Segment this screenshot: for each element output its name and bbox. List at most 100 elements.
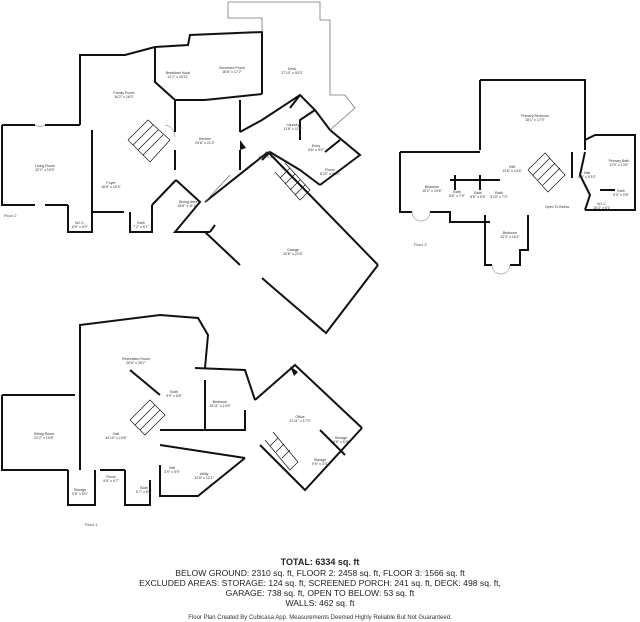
room-dims: 15'11" x 14'9" bbox=[209, 404, 231, 408]
room-label: W.I.C.8'9" x 6'9" bbox=[72, 221, 88, 229]
room-name: Foyer bbox=[106, 180, 116, 185]
room-dims: 16'8" x 19'2" bbox=[258, 155, 278, 159]
room-name: Room bbox=[325, 167, 335, 172]
room-name: Bath bbox=[137, 220, 145, 225]
room-name: Hall bbox=[508, 164, 516, 169]
room-dims: 6'6" x 9'0" bbox=[308, 148, 324, 152]
floor-2-stairs bbox=[127, 119, 311, 201]
room-dims: 8'6" x 6'9" bbox=[333, 440, 349, 444]
floor-areas: BELOW GROUND: 2310 sq. ft, FLOOR 2: 2458… bbox=[175, 568, 465, 578]
floor-3-label: Floor 3 bbox=[414, 242, 427, 247]
room-dims: 44'10" x 19'8" bbox=[105, 436, 127, 440]
room-dims: 11'8" x 11'4" bbox=[283, 127, 303, 131]
room-name: Dining Area bbox=[178, 199, 198, 204]
room-dims: 15'0" x 19'6" bbox=[422, 189, 442, 193]
total-area: TOTAL: 6334 sq. ft bbox=[280, 557, 360, 567]
room-name: Bath bbox=[453, 189, 461, 194]
room-dims: 9'8" x 6'7" bbox=[103, 479, 119, 483]
floor-3-stairs bbox=[527, 152, 566, 193]
open-to-below-text: Open To Below bbox=[544, 204, 570, 209]
room-name: Bath bbox=[170, 389, 178, 394]
room-name: Screened Porch bbox=[219, 65, 245, 70]
room-name: Sitting Room bbox=[33, 431, 55, 436]
room-dims: 16'8" x 17'2" bbox=[222, 70, 242, 74]
floor-3-walls bbox=[399, 79, 636, 266]
room-name: Office bbox=[295, 414, 305, 419]
room-name: Bedroom bbox=[502, 230, 518, 235]
room-name: Hall bbox=[168, 465, 176, 470]
deck-outline bbox=[204, 1, 356, 203]
room-dims: 18'1" x 17'0" bbox=[525, 118, 545, 122]
floor-1-walls bbox=[1, 313, 363, 506]
room-name: Bath bbox=[474, 190, 482, 195]
room-name: Garage bbox=[287, 247, 299, 252]
room-name: Bedroom bbox=[212, 399, 228, 404]
room-name: Laundry bbox=[286, 122, 300, 127]
room-name: Entry bbox=[311, 143, 321, 148]
room-name: Primary Bedroom bbox=[521, 113, 549, 118]
room-dims: 9'8" x 8'0" bbox=[72, 492, 88, 496]
room-dims: 8'6" x 6'10" bbox=[578, 175, 596, 179]
room-dims: 11'9" x 13'8" bbox=[609, 163, 629, 167]
room-dims: 12'8" x 12'1" bbox=[194, 476, 214, 480]
room-dims: 22'2" x 19'0" bbox=[35, 168, 55, 172]
room-name: Hall bbox=[264, 150, 272, 155]
room-dims: 21'11" x 17'0" bbox=[289, 419, 311, 423]
room-dims: 3'9" x 5'9" bbox=[164, 470, 180, 474]
room-dims: 8'10" x 9'10" bbox=[320, 172, 340, 176]
room-name: Primary Bath bbox=[608, 158, 630, 163]
room-dims: 16'6" x 16'3" bbox=[101, 185, 121, 189]
room-name: Bath bbox=[495, 190, 503, 195]
room-dims: 9'5" x 3'5" bbox=[312, 462, 328, 466]
floor-1-stairs bbox=[129, 399, 299, 471]
room-name: Kitchen bbox=[199, 136, 211, 141]
room-dims: 8'9" x 6'9" bbox=[72, 225, 88, 229]
walls-area: WALLS: 462 sq. ft bbox=[285, 598, 355, 608]
room-name: Bath bbox=[617, 188, 625, 193]
room-name: Storage bbox=[334, 435, 348, 440]
floor-2-walls bbox=[1, 30, 379, 335]
room-dims: 18'6" x 11'11" bbox=[177, 204, 199, 208]
room-dims: 13'8" x 10'6" bbox=[502, 169, 522, 173]
room-name: Hall bbox=[112, 431, 120, 436]
room-dims: 16'2" x 16'0" bbox=[114, 95, 134, 99]
room-dims: 8'6" x 5'5" bbox=[470, 195, 486, 199]
room-dims: 5'0" x 9'8" bbox=[613, 193, 629, 197]
room-name: W.I.C. bbox=[75, 220, 85, 225]
room-dims: 27'10" x 53'3" bbox=[281, 71, 303, 75]
room-name: Utility bbox=[199, 471, 209, 476]
excluded-areas-cont: GARAGE: 738 sq. ft, OPEN TO BELOW: 53 sq… bbox=[225, 588, 415, 598]
room-name: Family Room bbox=[113, 90, 135, 95]
room-label: W.I.C.16'3" x 8'1" bbox=[593, 202, 611, 210]
excluded-areas: EXCLUDED AREAS: STORAGE: 124 sq. ft, SCR… bbox=[139, 578, 501, 588]
